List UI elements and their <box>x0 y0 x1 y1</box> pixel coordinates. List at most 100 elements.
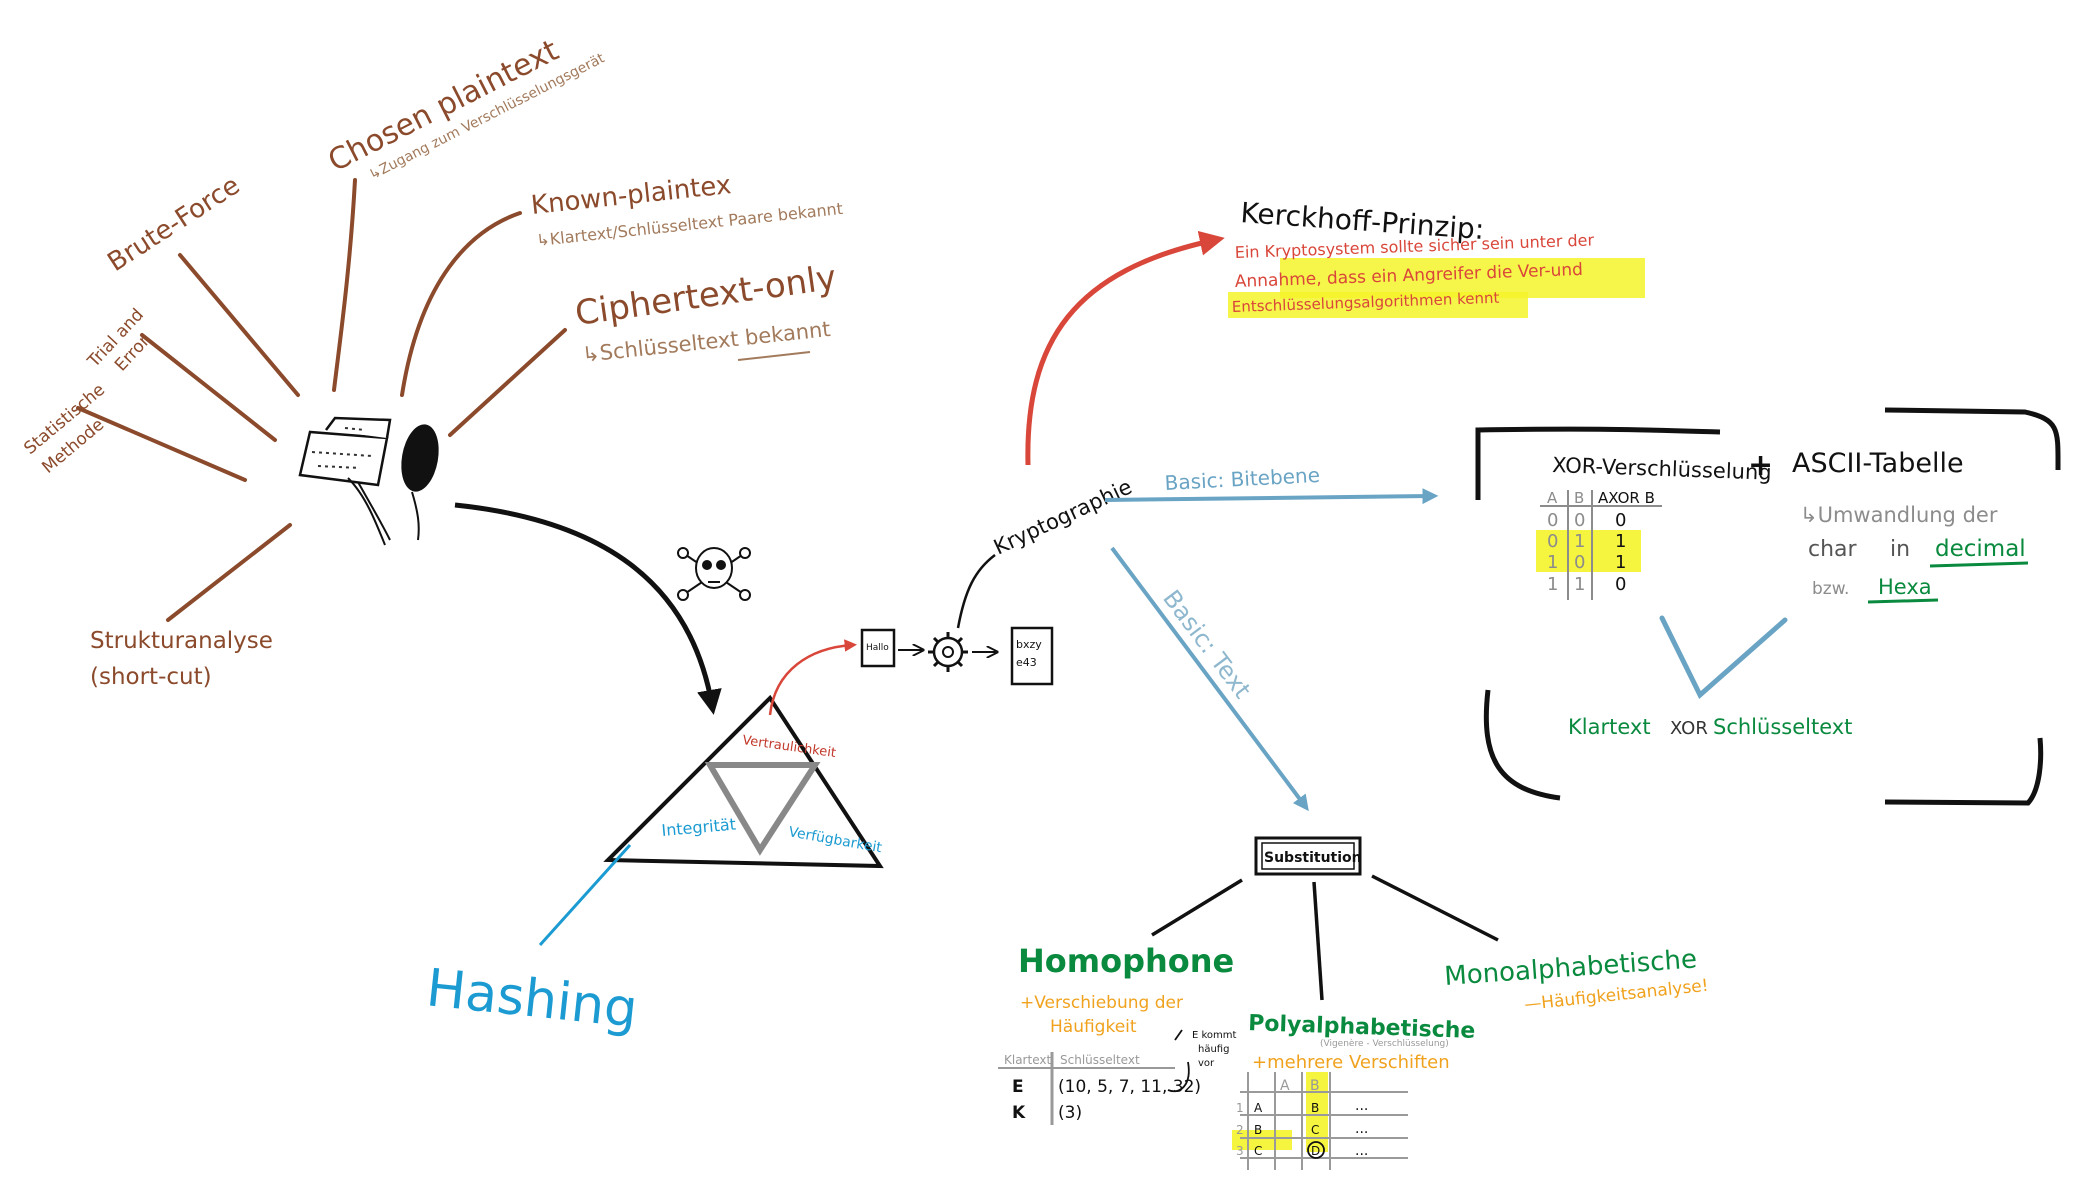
cia-triangle: Vertraulichkeit Integrität Verfügbarkeit <box>603 694 884 869</box>
decimal-underline <box>1929 561 2029 568</box>
attacker-figure-icon <box>298 416 439 546</box>
skull-crossbones-icon <box>677 547 751 601</box>
hexa-underline <box>1867 598 1939 604</box>
kerckhoff-principle: Kerckhoff-Prinzip: Ein Kryptosystem soll… <box>1228 196 1645 318</box>
structure-analysis-sub: (short-cut) <box>90 664 212 690</box>
homophone-group: Homophone +Verschiebung der Häufigkeit E… <box>998 942 1237 1125</box>
encryption-pipeline: Hallo bxzy e43 <box>860 626 1054 686</box>
homophone-title: Homophone <box>1018 942 1234 980</box>
plaintext-card-label: Hallo <box>866 643 889 653</box>
conversion-char: char <box>1808 537 1858 562</box>
structure-analysis-label: Strukturanalyse <box>90 628 273 654</box>
homophone-note-3: vor <box>1198 1058 1215 1069</box>
homophone-head-schluessel: Schlüsseltext <box>1060 1053 1140 1067</box>
truth-cell: 1 <box>1615 552 1626 573</box>
poly-cell: C <box>1254 1144 1262 1158</box>
monoalphabetic-group: Monoalphabetische —Häufigkeitsanalyse! <box>1443 944 1709 1015</box>
poly-sub: +mehrere Verschiften <box>1252 1052 1450 1073</box>
truth-cell: 1 <box>1574 531 1585 552</box>
truth-cell: 0 <box>1615 510 1626 531</box>
truth-head-out: AXOR B <box>1598 489 1655 507</box>
poly-dots: ... <box>1355 1121 1368 1137</box>
arrow-basic-bitebene <box>1104 488 1439 505</box>
sub-branch-mono <box>1371 874 1499 942</box>
truth-cell: 1 <box>1547 552 1558 573</box>
homophone-note-arrow <box>1167 1029 1190 1093</box>
truth-cell: 1 <box>1547 574 1558 595</box>
homophone-cell: (10, 5, 7, 11, 32) <box>1058 1077 1201 1097</box>
attack-spokes <box>76 178 567 622</box>
spoke-statistical <box>76 406 247 482</box>
conversion-in: in <box>1890 537 1910 562</box>
xor-plus: + <box>1748 448 1773 483</box>
arrow-to-kerckhoff <box>1025 230 1225 466</box>
polyalphabetic-group: Polyalphabetische (Vigenère - Verschlüss… <box>1232 1011 1476 1170</box>
spoke-trial-error <box>140 333 277 442</box>
poly-cell: B <box>1311 1101 1319 1115</box>
sub-branch-homophone <box>1151 878 1243 937</box>
substitution-node: Substitution <box>1151 836 1499 1001</box>
homophone-note-1: E kommt <box>1192 1030 1237 1041</box>
truth-cell: 1 <box>1574 574 1585 595</box>
ascii-title: ASCII-Tabelle <box>1792 448 1964 479</box>
truth-cell: 0 <box>1615 574 1626 595</box>
truth-cell: 0 <box>1574 510 1585 531</box>
gear-icon <box>928 632 968 672</box>
ciphertext-card-line1: bxzy <box>1016 638 1042 651</box>
homophone-head-klartext: Klartext <box>1004 1053 1051 1067</box>
basic-bitebene-label: Basic: Bitebene <box>1164 463 1320 495</box>
kerckhoff-highlight-2 <box>1228 292 1528 318</box>
truth-head-a: A <box>1547 489 1558 507</box>
truth-cell: 1 <box>1615 531 1626 552</box>
truth-table-highlight <box>1536 530 1641 572</box>
kryptographie-label: Kryptographie <box>990 475 1136 560</box>
poly-cell: A <box>1254 1101 1263 1115</box>
homophone-cell: E <box>1012 1077 1024 1097</box>
ciphertext-card-line2: e43 <box>1016 656 1037 669</box>
poly-cell: 2 <box>1236 1123 1244 1137</box>
substitution-label: Substitution <box>1264 850 1362 866</box>
poly-head-a: A <box>1280 1078 1290 1094</box>
hashing-label: Hashing <box>424 958 641 1040</box>
poly-cell: B <box>1254 1123 1262 1137</box>
xor-box-bracket-top <box>1475 407 2061 500</box>
poly-cell: C <box>1311 1123 1319 1137</box>
chosen-plaintext-label: Chosen plaintext <box>323 33 565 179</box>
checkmark-icon <box>1659 615 1788 700</box>
formula-schluesseltext: Schlüsseltext <box>1713 715 1852 739</box>
arrow-to-pipeline <box>768 639 857 716</box>
homophone-cell: K <box>1012 1103 1026 1123</box>
truth-cell: 0 <box>1574 552 1585 573</box>
truth-head-b: B <box>1574 489 1584 507</box>
conversion-hexa: Hexa <box>1878 575 1932 599</box>
poly-dots: ... <box>1355 1098 1368 1114</box>
spoke-brute-force <box>178 253 300 397</box>
conversion-line-1: ↳Umwandlung der <box>1800 503 1998 527</box>
poly-cell: 3 <box>1236 1144 1244 1158</box>
substitution-box <box>1254 836 1362 876</box>
truth-rows: 0 0 0 0 1 1 1 0 1 1 1 0 <box>1547 510 1626 595</box>
xor-box-bracket-bottom <box>1483 689 2044 806</box>
truth-table <box>1540 490 1662 600</box>
basic-text-label: Basic: Text <box>1157 585 1256 704</box>
spoke-ciphertext-only <box>448 328 567 437</box>
spoke-chosen-plaintext <box>332 178 357 392</box>
kerckhoff-highlight <box>1280 258 1645 298</box>
poly-cell: D <box>1311 1144 1320 1158</box>
arrow-basic-text <box>1110 546 1309 812</box>
homophone-sub-2: Häufigkeit <box>1050 1017 1137 1037</box>
conversion-bzw: bzw. <box>1812 579 1849 599</box>
brute-force-label: Brute-Force <box>102 171 245 278</box>
poly-dots: ... <box>1355 1143 1368 1159</box>
formula-klartext: Klartext <box>1568 715 1651 739</box>
formula-xor: XOR <box>1670 718 1708 739</box>
arrow-to-cia-triangle <box>454 502 722 715</box>
homophone-sub-1: +Verschiebung der <box>1020 993 1183 1013</box>
poly-note: (Vigenère - Verschlüsselung) <box>1320 1038 1449 1049</box>
xor-title: XOR-Verschlüsselung <box>1552 453 1772 485</box>
spoke-known-plaintext <box>400 211 522 397</box>
homophone-cell: (3) <box>1058 1103 1082 1123</box>
spoke-structure <box>166 523 292 622</box>
sub-branch-poly <box>1312 881 1324 1001</box>
attack-labels: Chosen plaintext ↳Zugang zum Verschlüsse… <box>20 33 843 690</box>
